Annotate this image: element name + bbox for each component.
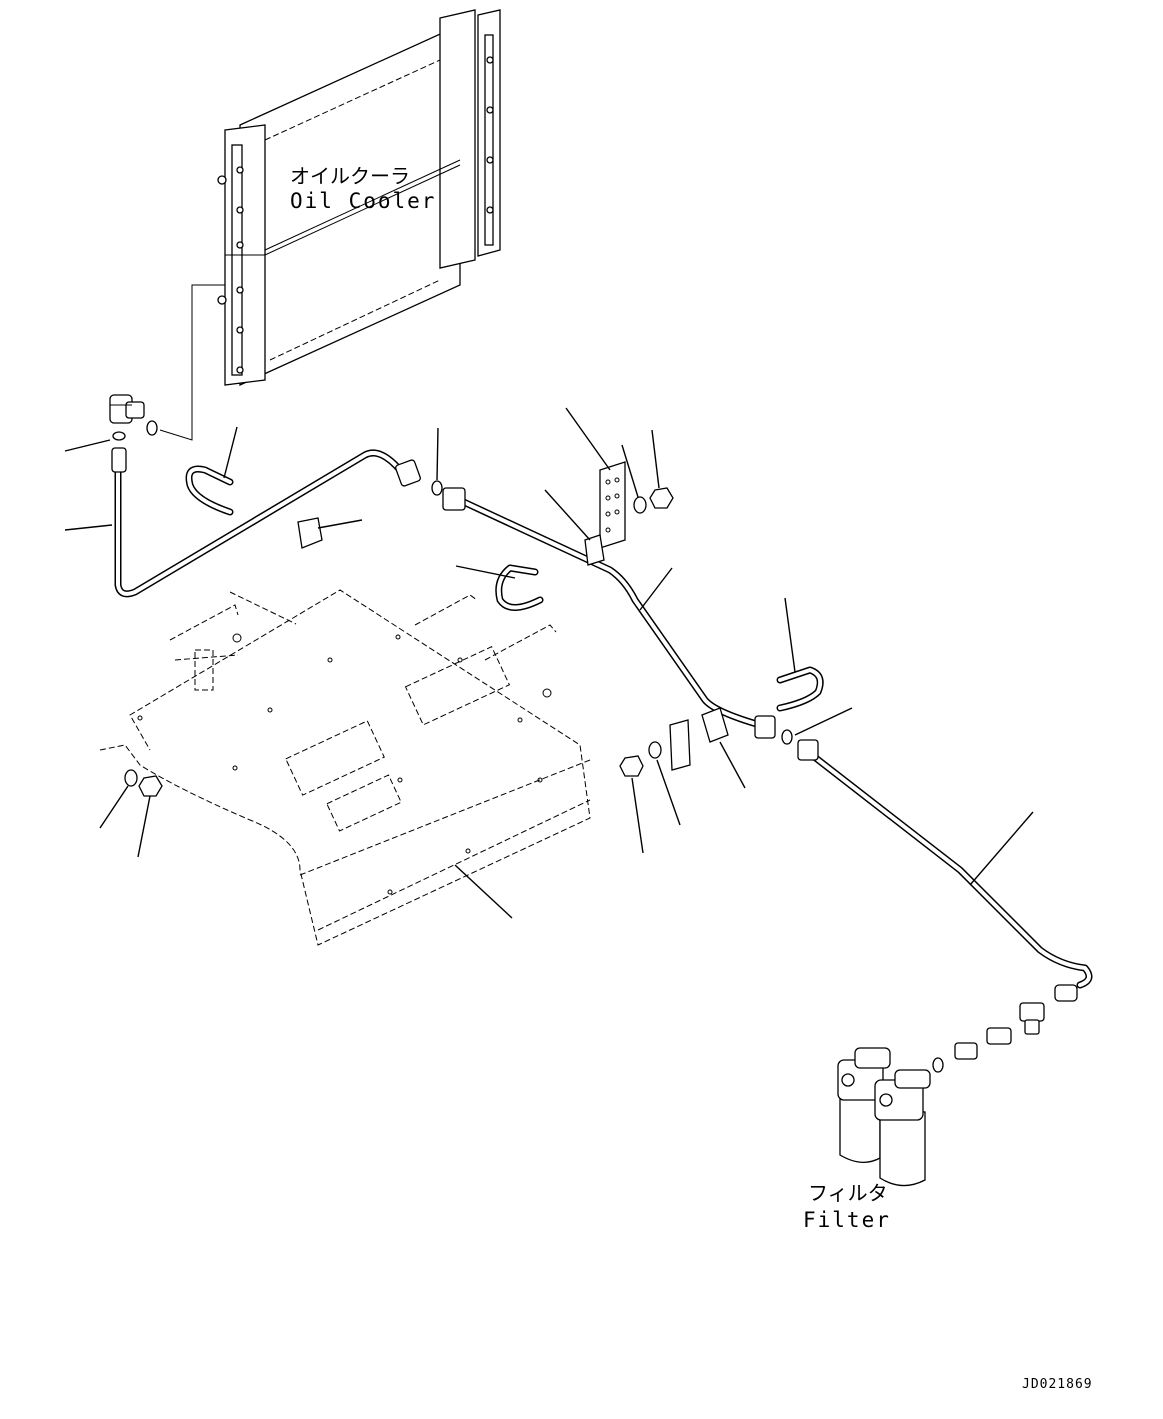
elbow-fitting — [109, 394, 145, 424]
hose-fitting — [1054, 984, 1078, 1002]
nut — [649, 487, 674, 509]
washer — [633, 496, 647, 514]
u-bolt — [495, 564, 544, 611]
connection-line — [159, 284, 225, 441]
hydraulic-tube-middle — [442, 487, 776, 739]
nut — [619, 755, 644, 777]
leader-lines — [64, 407, 1034, 919]
u-bolt — [185, 465, 234, 516]
nut — [138, 775, 163, 797]
hydraulic-tube-left — [111, 447, 421, 598]
oil-cooler — [217, 9, 501, 387]
o-ring — [932, 1057, 944, 1073]
clamp — [701, 707, 729, 743]
adapter-fitting — [986, 1027, 1012, 1045]
drawing-code: JD021869 — [1022, 1377, 1093, 1392]
o-ring — [431, 480, 443, 496]
oil-cooler-label-en: Oil Cooler — [290, 189, 436, 213]
o-ring — [781, 729, 793, 745]
clamp — [297, 517, 323, 549]
floor-frame — [99, 589, 591, 946]
u-bolt — [776, 666, 824, 712]
filter-assembly — [837, 1047, 931, 1187]
tee-fitting — [1019, 1002, 1045, 1035]
bracket-plate — [599, 461, 626, 549]
oil-cooler-label-jp: オイルクーラ — [290, 164, 410, 188]
adapter-fitting — [954, 1042, 978, 1060]
washer — [124, 769, 138, 787]
hydraulic-hose — [797, 739, 1093, 989]
filter-label-en: Filter — [803, 1208, 891, 1232]
filter-label-jp: フィルタ — [808, 1181, 888, 1205]
clamp — [584, 534, 605, 566]
o-ring — [112, 431, 126, 441]
bracket-plate — [669, 719, 691, 771]
o-ring — [146, 420, 158, 436]
washer — [648, 741, 662, 759]
